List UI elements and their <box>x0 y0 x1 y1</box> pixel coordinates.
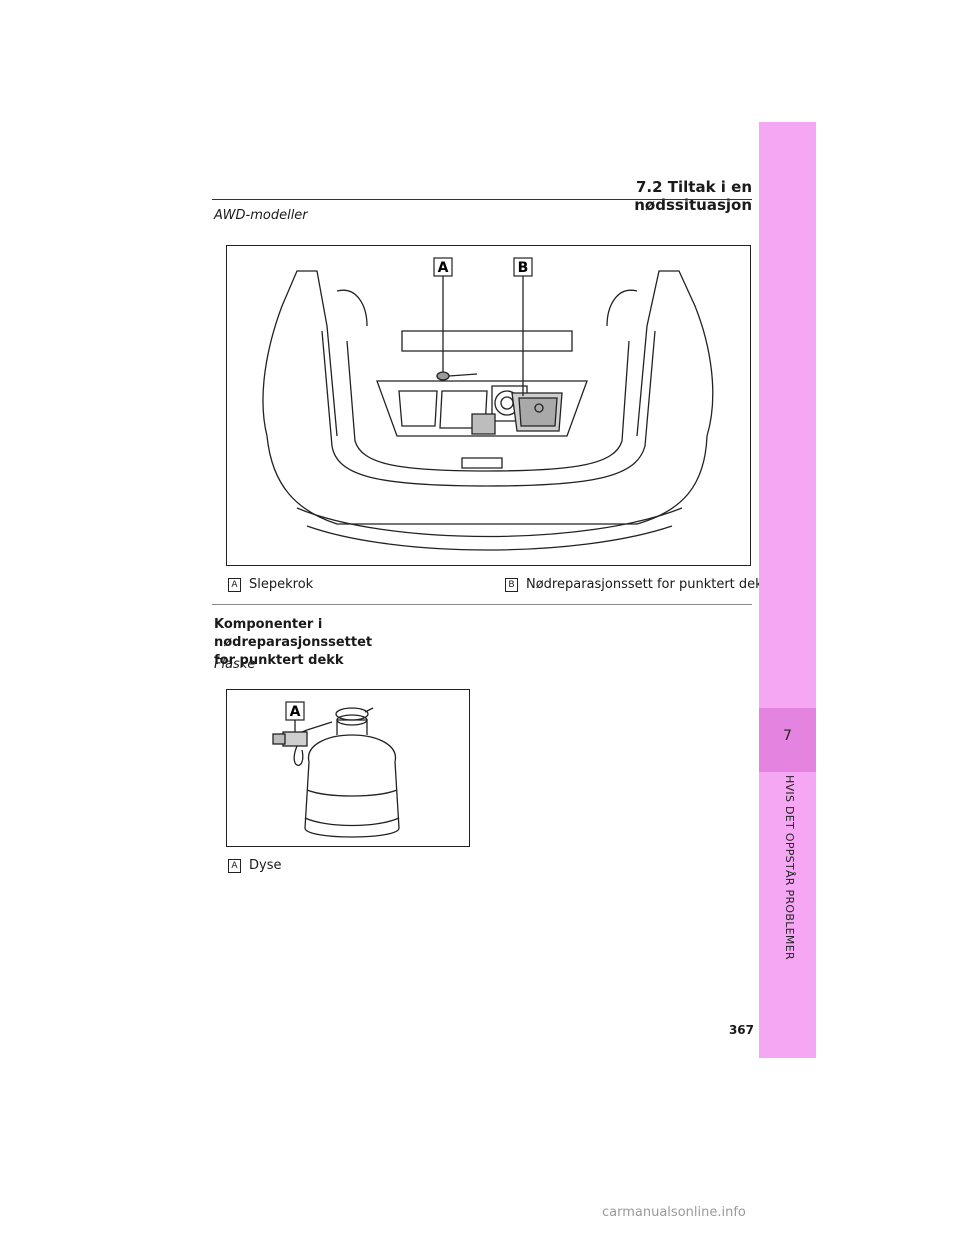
components-heading-line1: Komponenter i nødreparasjonssettet <box>214 617 373 650</box>
caption-text-tow-hook: Slepekrok <box>249 577 314 592</box>
bottle-subtitle: Flaske <box>214 657 256 672</box>
header-rule <box>212 199 752 200</box>
caption-text-repair-kit: Nødreparasjonssett for punktert dekk <box>526 577 771 592</box>
callout-a-label-bottle: A <box>290 704 301 720</box>
caption-rule <box>212 604 752 605</box>
caption-badge-b: B <box>505 577 518 592</box>
callout-a-box-bottle <box>285 701 305 721</box>
chapter-side-tab <box>759 122 816 1058</box>
chapter-label: HVIS DET OPPSTÅR PROBLEMER <box>783 775 796 960</box>
chapter-number: 7 <box>783 728 792 744</box>
callout-a-label: A <box>438 260 449 276</box>
caption-text-nozzle: Dyse <box>249 858 282 873</box>
chapter-number-box <box>759 708 816 772</box>
caption-tow-hook: A Slepekrok <box>228 577 313 592</box>
caption-nozzle: A Dyse <box>228 858 281 873</box>
callout-b-label: B <box>518 260 529 276</box>
awd-subtitle: AWD-modeller <box>214 208 308 223</box>
components-heading: Komponenter i nødreparasjonssettet for p… <box>214 616 474 670</box>
caption-badge-nozzle: A <box>228 858 241 873</box>
section-title: 7.2 Tiltak i en nødssituasjon <box>634 178 752 214</box>
watermark: carmanualsonline.info <box>602 1205 746 1220</box>
bottle-illustration: A <box>226 689 470 847</box>
callout-a-box <box>433 257 453 277</box>
caption-repair-kit: B Nødreparasjonssett for punktert dekk <box>505 577 770 592</box>
components-heading-line2: for punktert dekk <box>214 653 344 668</box>
bottle-drawing: A <box>272 701 400 838</box>
callout-b-box <box>513 257 533 277</box>
caption-badge-a: A <box>228 577 241 592</box>
trunk-illustration: A B <box>226 245 751 566</box>
page-number: 367 <box>728 1023 754 1037</box>
trunk-drawing: A B <box>262 257 714 551</box>
